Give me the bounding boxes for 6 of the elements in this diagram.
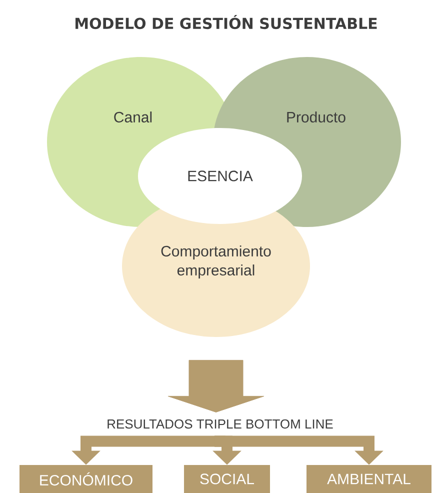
heading-text: RESULTADOS TRIPLE BOTTOM LINE [108, 419, 333, 429]
block-arrow [168, 360, 264, 412]
result-box: ECONÓMICO [20, 465, 152, 493]
result-box: AMBIENTAL [306, 465, 432, 493]
result-box: SOCIAL [184, 465, 270, 493]
title: MODELO DE GESTIÓN SUSTENTABLE [76, 14, 377, 30]
